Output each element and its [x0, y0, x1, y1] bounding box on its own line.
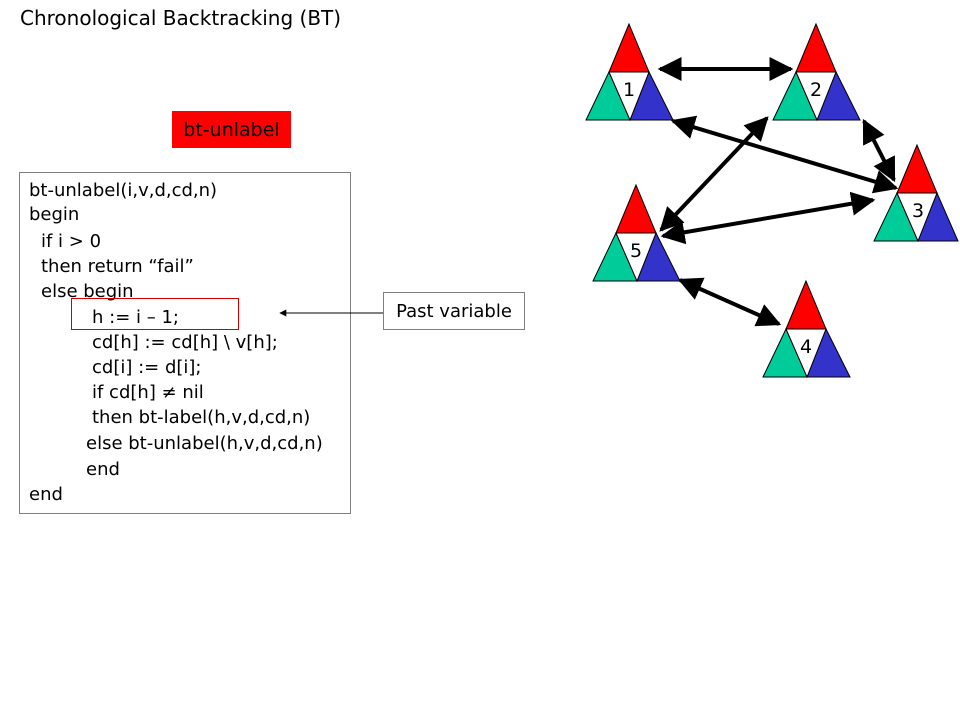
variable-node-5: 5 — [592, 183, 681, 283]
edge-3-5 — [660, 191, 876, 245]
node-3-top-triangle — [896, 143, 938, 194]
variable-node-1: 1 — [585, 22, 674, 122]
code-line-end-outer: end — [29, 484, 63, 505]
node-2-top-triangle — [795, 22, 837, 73]
code-line-then-label: then bt-label(h,v,d,cd,n) — [92, 407, 311, 428]
code-line-if: if i > 0 — [41, 231, 102, 252]
node-2-label: 2 — [810, 79, 822, 101]
code-line-then-return: then return “fail” — [41, 256, 194, 277]
code-line-cd-h-assign: cd[h] := cd[h] \ v[h]; — [92, 332, 278, 353]
variable-node-2: 2 — [772, 22, 861, 122]
code-line-else-unlabel: else bt-unlabel(h,v,d,cd,n) — [86, 433, 323, 454]
node-5-center-triangle — [615, 232, 657, 283]
node-3-label: 3 — [912, 200, 924, 222]
node-1-label: 1 — [623, 79, 635, 101]
slide-title: Chronological Backtracking (BT) — [20, 6, 342, 30]
edge-1-3 — [670, 115, 899, 194]
code-line-end-inner: end — [86, 459, 120, 480]
code-listing-box — [19, 172, 351, 514]
node-5-top-triangle — [615, 183, 657, 234]
node-2-center-triangle — [795, 71, 837, 122]
node-5-label: 5 — [630, 240, 642, 262]
past-variable-callout: Past variable — [383, 292, 525, 330]
code-line-if-nil: if cd[h] ≠ nil — [92, 382, 204, 403]
node-4-top-triangle — [785, 279, 827, 330]
code-line-h-assign: h := i – 1; — [92, 307, 179, 328]
code-line-cd-i-assign: cd[i] := d[i]; — [92, 357, 202, 378]
graph-edges — [657, 57, 899, 327]
procedure-badge: bt-unlabel — [172, 111, 291, 148]
node-1-center-triangle — [608, 71, 650, 122]
variable-node-3: 3 — [873, 143, 959, 243]
code-line-else-begin: else begin — [41, 281, 134, 302]
code-line-signature: bt-unlabel(i,v,d,cd,n) — [29, 180, 218, 201]
node-4-center-triangle — [785, 328, 827, 379]
node-4-label: 4 — [800, 336, 812, 358]
node-3-center-triangle — [896, 192, 938, 243]
past-variable-highlight — [71, 298, 239, 330]
node-1-top-triangle — [608, 22, 650, 73]
variable-node-4: 4 — [762, 279, 851, 379]
edge-5-4 — [677, 277, 782, 327]
code-line-begin: begin — [29, 204, 80, 225]
edge-2-3 — [862, 118, 896, 183]
